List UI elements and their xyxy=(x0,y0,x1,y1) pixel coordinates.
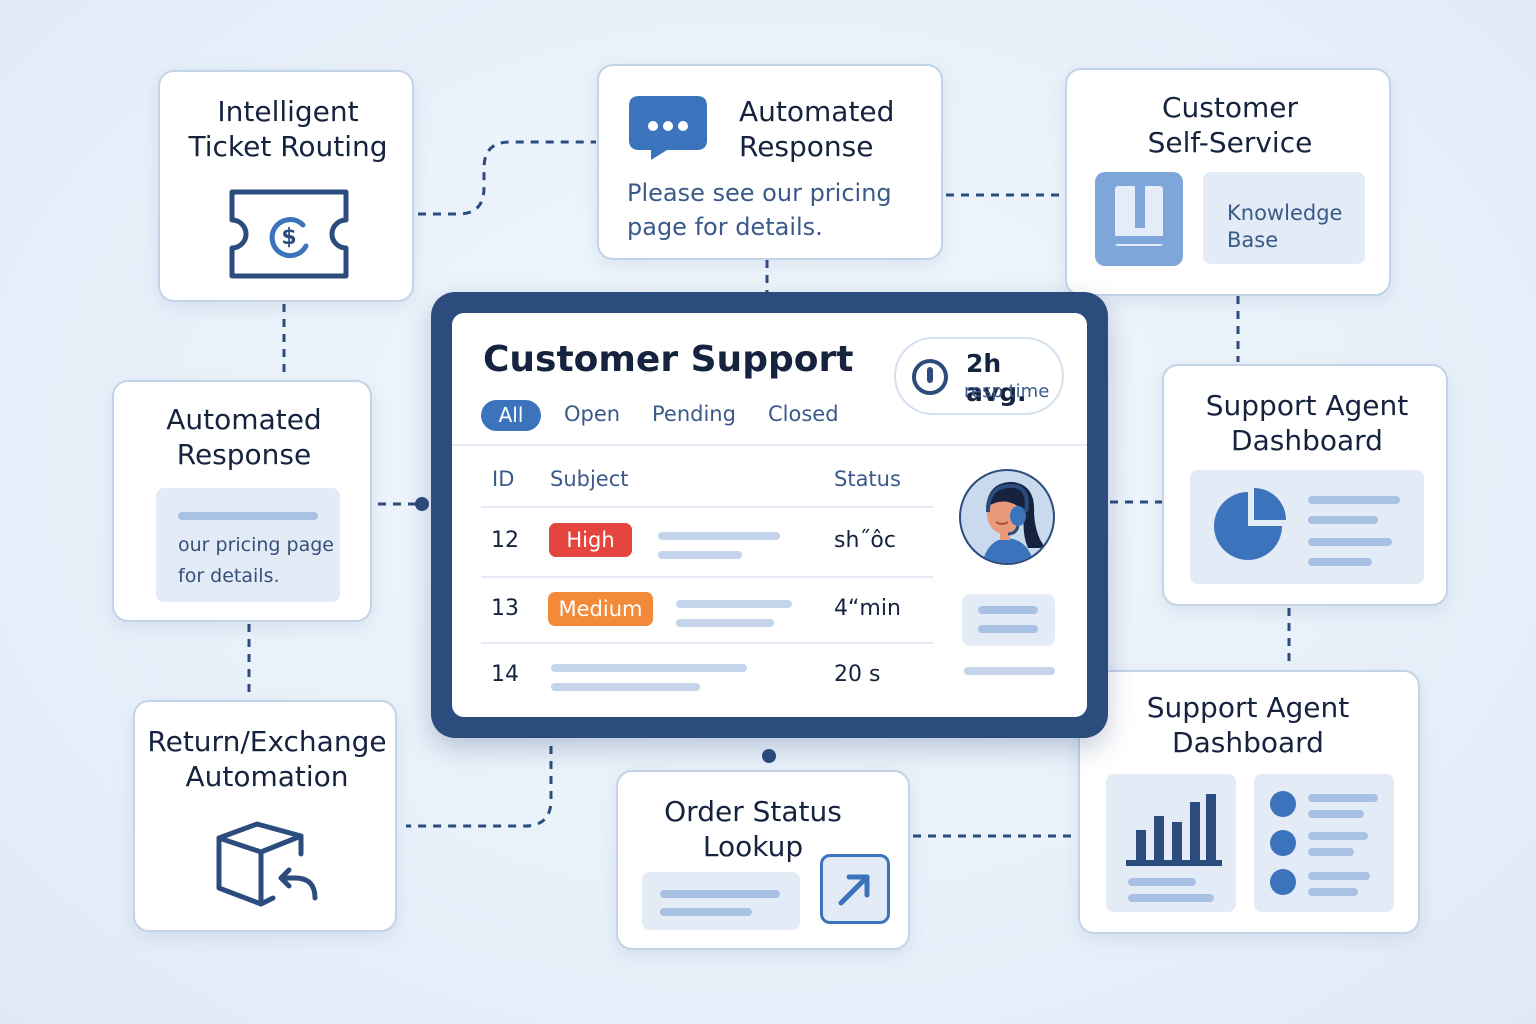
column-header-subject: Subject xyxy=(550,467,629,491)
subject-bar xyxy=(676,619,774,627)
stat-value: 2h avg. xyxy=(966,349,1027,407)
agent-headset-avatar xyxy=(959,469,1055,565)
subject-bar xyxy=(676,600,792,608)
card-title: Customer Self-Service xyxy=(1147,91,1313,159)
connector-tablet-to-return xyxy=(406,746,553,828)
subject-bar xyxy=(658,532,780,540)
lookup-bar xyxy=(660,890,780,898)
subject-bar xyxy=(658,551,742,559)
bar-chart-icon xyxy=(1126,794,1222,866)
preview-bar xyxy=(178,512,318,520)
stat-label: resp time xyxy=(964,381,1050,402)
card-ticket-routing[interactable]: Intelligent Ticket Routing $ xyxy=(158,70,414,302)
card-title: Intelligent Ticket Routing xyxy=(188,95,388,163)
dashboard-bar xyxy=(1308,516,1378,524)
stopwatch-icon xyxy=(912,359,948,395)
chart-caption-bar xyxy=(1128,894,1214,902)
subject-bar xyxy=(551,664,747,672)
card-title: Support Agent Dashboard xyxy=(1205,389,1409,457)
ticket-id: 13 xyxy=(491,596,519,621)
agent-list-panel xyxy=(1254,774,1394,912)
summary-bar xyxy=(978,625,1038,633)
card-automated-response-left[interactable]: Automated Response our pricing page for … xyxy=(112,380,372,622)
card-title: Automated Response xyxy=(739,95,895,163)
dashboard-bar xyxy=(1308,496,1400,504)
knowledge-base-label: Knowledge Base xyxy=(1227,201,1343,252)
list-bar xyxy=(1308,848,1354,856)
row-divider xyxy=(481,642,933,644)
preview-text: our pricing page for details. xyxy=(178,534,334,587)
card-support-agent-dashboard-top[interactable]: Support Agent Dashboard xyxy=(1162,364,1448,606)
knowledge-base-panel[interactable]: Knowledge Base xyxy=(1203,172,1365,264)
row-divider xyxy=(481,506,933,508)
card-title: Order Status Lookup xyxy=(664,795,842,863)
subject-bar xyxy=(551,683,700,691)
card-title: Support Agent Dashboard xyxy=(1146,691,1350,759)
side-summary-panel xyxy=(962,594,1055,646)
page-title: Customer Support xyxy=(483,339,854,380)
avg-response-stat: 2h avg. resp time xyxy=(894,337,1064,415)
connector-dot-bottom xyxy=(762,749,776,763)
dashboard-bar xyxy=(1308,538,1392,546)
list-bar xyxy=(1308,810,1364,818)
card-return-exchange[interactable]: Return/Exchange Automation xyxy=(133,700,397,932)
external-arrow-icon[interactable] xyxy=(820,854,890,924)
list-bar xyxy=(1308,832,1368,840)
card-order-status-lookup[interactable]: Order Status Lookup xyxy=(616,770,910,950)
list-bar xyxy=(1308,872,1370,880)
ticket-status: 4“min xyxy=(834,596,901,621)
tab-open[interactable]: Open xyxy=(564,402,621,426)
ticket-id: 12 xyxy=(491,528,519,553)
card-title: Automated Response xyxy=(166,403,322,471)
tab-closed[interactable]: Closed xyxy=(768,402,839,426)
card-support-agent-dashboard-bottom[interactable]: Support Agent Dashboard xyxy=(1078,670,1420,934)
chat-bubble-icon xyxy=(629,96,707,160)
ticket-id: 14 xyxy=(491,662,519,687)
pie-chart-icon xyxy=(1214,488,1286,560)
chart-caption-bar xyxy=(1128,878,1196,886)
svg-text:$: $ xyxy=(281,225,296,250)
tab-all[interactable]: All xyxy=(481,400,541,431)
summary-bar xyxy=(978,606,1038,614)
card-title: Return/Exchange Automation xyxy=(147,725,387,793)
row-divider xyxy=(481,576,933,578)
column-header-status: Status xyxy=(834,467,901,491)
tab-pending[interactable]: Pending xyxy=(652,402,736,426)
response-preview-panel: our pricing page for details. xyxy=(156,488,340,602)
lookup-bar xyxy=(660,908,752,916)
ticket-icon: $ xyxy=(229,189,349,279)
dashboard-bar xyxy=(1308,558,1372,566)
list-bar xyxy=(1308,794,1378,802)
summary-bar xyxy=(964,667,1055,675)
response-text: Please see our pricing page for details. xyxy=(627,179,892,241)
list-bar xyxy=(1308,888,1358,896)
ticket-status: sh˝ôc xyxy=(834,528,896,553)
order-lookup-panel xyxy=(642,872,800,930)
book-icon xyxy=(1095,172,1183,266)
card-customer-self-service[interactable]: Customer Self-Service Knowledge Base xyxy=(1065,68,1391,296)
priority-badge-medium: Medium xyxy=(548,592,653,626)
list-bullets xyxy=(1270,791,1296,895)
box-return-icon xyxy=(216,821,318,907)
bar-chart-panel xyxy=(1106,774,1236,912)
ticket-status: 20 s xyxy=(834,662,881,687)
dashboard-preview-panel xyxy=(1190,470,1424,584)
connector-dot-left xyxy=(415,497,429,511)
header-divider xyxy=(452,444,1087,446)
card-automated-response-top[interactable]: Automated Response Please see our pricin… xyxy=(597,64,943,260)
column-header-id: ID xyxy=(492,467,515,491)
connector-routing-to-response xyxy=(418,140,596,216)
priority-badge-high: High xyxy=(549,523,632,557)
